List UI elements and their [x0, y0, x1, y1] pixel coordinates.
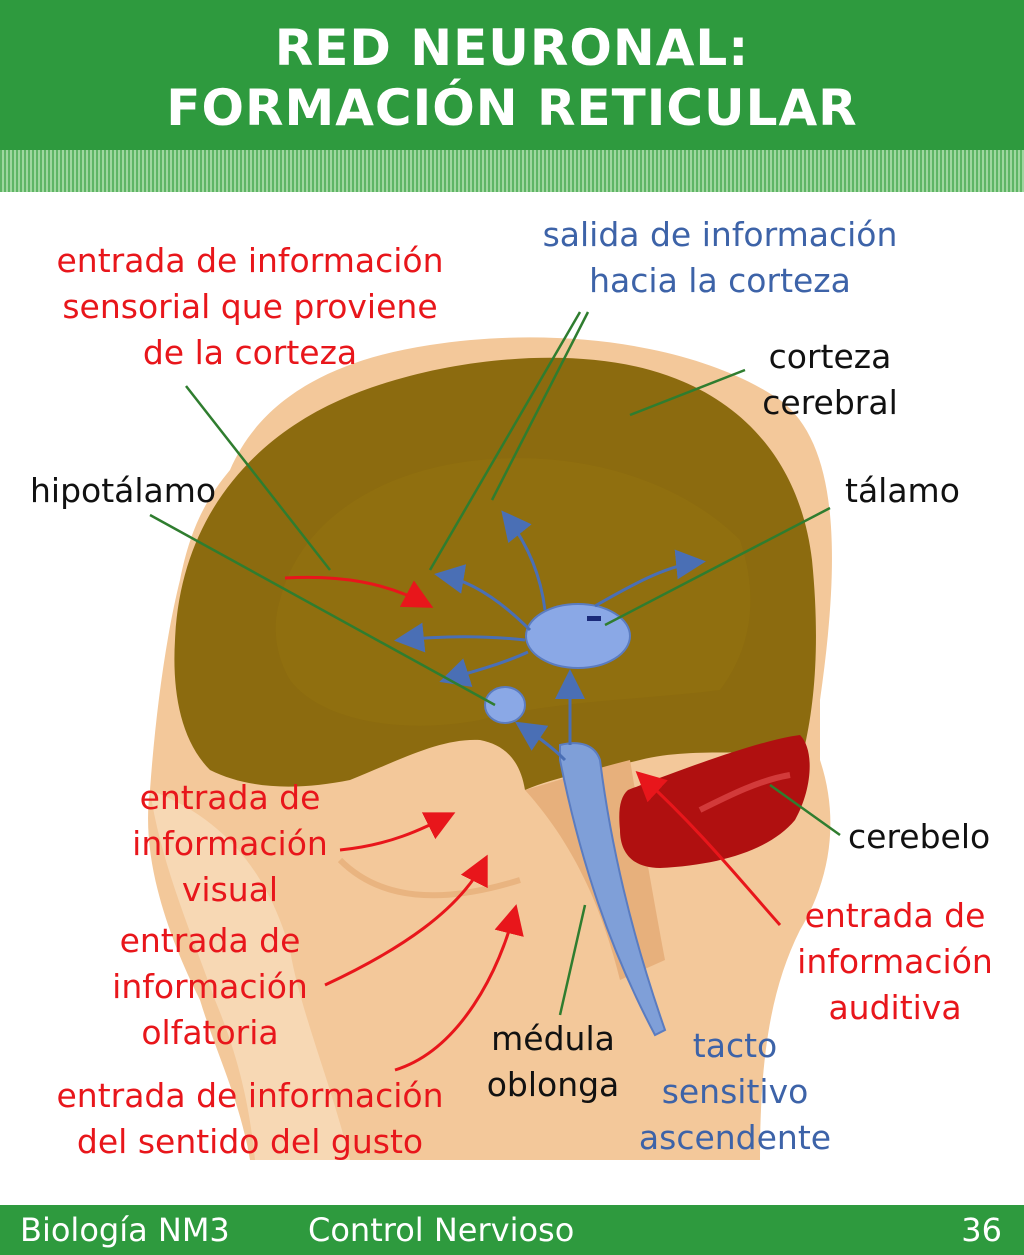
footer-page-number: 36	[961, 1211, 1002, 1249]
label-taste-input: entrada de información del sentido del g…	[20, 1073, 480, 1165]
label-auditory-input: entrada de información auditiva	[770, 893, 1020, 1031]
label-sensorial-input-line-2: sensorial que proviene	[62, 287, 438, 326]
page-title: RED NEURONAL: FORMACIÓN RETICULAR	[0, 18, 1024, 138]
output-arrows	[394, 510, 706, 762]
label-cerebral-cortex: corteza cerebral	[740, 334, 920, 426]
label-visual-input-line-3: visual	[181, 870, 279, 909]
label-olfactory-input: entrada de información olfatoria	[85, 918, 335, 1056]
label-visual-input: entrada de información visual	[105, 775, 355, 913]
label-olfactory-input-line-2: información	[112, 967, 308, 1006]
label-sensorial-input-line-3: de la corteza	[142, 333, 358, 372]
label-medulla-line-2: oblonga	[486, 1065, 620, 1104]
thalamus-marker	[587, 616, 601, 621]
label-auditory-input-line-1: entrada de	[804, 896, 986, 935]
label-visual-input-line-1: entrada de	[139, 778, 321, 817]
label-olfactory-input-line-3: olfatoria	[141, 1013, 279, 1052]
label-thalamus: tálamo	[845, 471, 960, 510]
label-taste-input-line-2: del sentido del gusto	[76, 1122, 424, 1161]
label-touch-line-2: sensitivo	[661, 1072, 809, 1111]
cerebellum-fold	[698, 772, 791, 813]
label-output-cortex-line-1: salida de información	[542, 215, 898, 254]
label-sensorial-input: entrada de información sensorial que pro…	[20, 238, 480, 376]
spinal-cord	[559, 742, 667, 1037]
label-output-cortex: salida de información hacia la corteza	[505, 212, 935, 304]
jaw-line	[337, 857, 521, 899]
thalamus-shape	[525, 603, 631, 669]
label-auditory-input-line-3: auditiva	[828, 988, 962, 1027]
pointer-lines	[149, 311, 841, 1016]
title-line-1: RED NEURONAL:	[274, 19, 750, 77]
label-output-cortex-line-2: hacia la corteza	[589, 261, 851, 300]
label-sensorial-input-line-1: entrada de información	[56, 241, 444, 280]
label-touch-line-1: tacto	[692, 1026, 778, 1065]
footer-course: Biología NM3	[20, 1211, 230, 1249]
label-visual-input-line-2: información	[132, 824, 328, 863]
input-arrows	[284, 575, 782, 1072]
label-cerebral-cortex-line-2: cerebral	[762, 383, 898, 422]
label-olfactory-input-line-1: entrada de	[119, 921, 301, 960]
brain-diagram	[148, 311, 841, 1160]
label-medulla: médula oblonga	[468, 1016, 638, 1108]
title-line-2: FORMACIÓN RETICULAR	[166, 79, 858, 137]
label-taste-input-line-1: entrada de información	[56, 1076, 444, 1115]
footer-topic: Control Nervioso	[308, 1211, 575, 1249]
label-auditory-input-line-2: información	[797, 942, 993, 981]
brain-inner-shade	[275, 458, 751, 726]
label-hypothalamus: hipotálamo	[30, 471, 217, 510]
label-cerebral-cortex-line-1: corteza	[768, 337, 892, 376]
header-stripes	[0, 150, 1024, 192]
footer-bar: Biología NM3 Control Nervioso 36	[0, 1205, 1024, 1255]
label-touch-line-3: ascendente	[638, 1118, 832, 1157]
label-cerebellum: cerebelo	[848, 817, 991, 856]
face-shadow	[150, 790, 350, 1160]
label-medulla-line-1: médula	[491, 1019, 615, 1058]
label-touch: tacto sensitivo ascendente	[620, 1023, 850, 1161]
hypothalamus-shape	[484, 686, 526, 724]
